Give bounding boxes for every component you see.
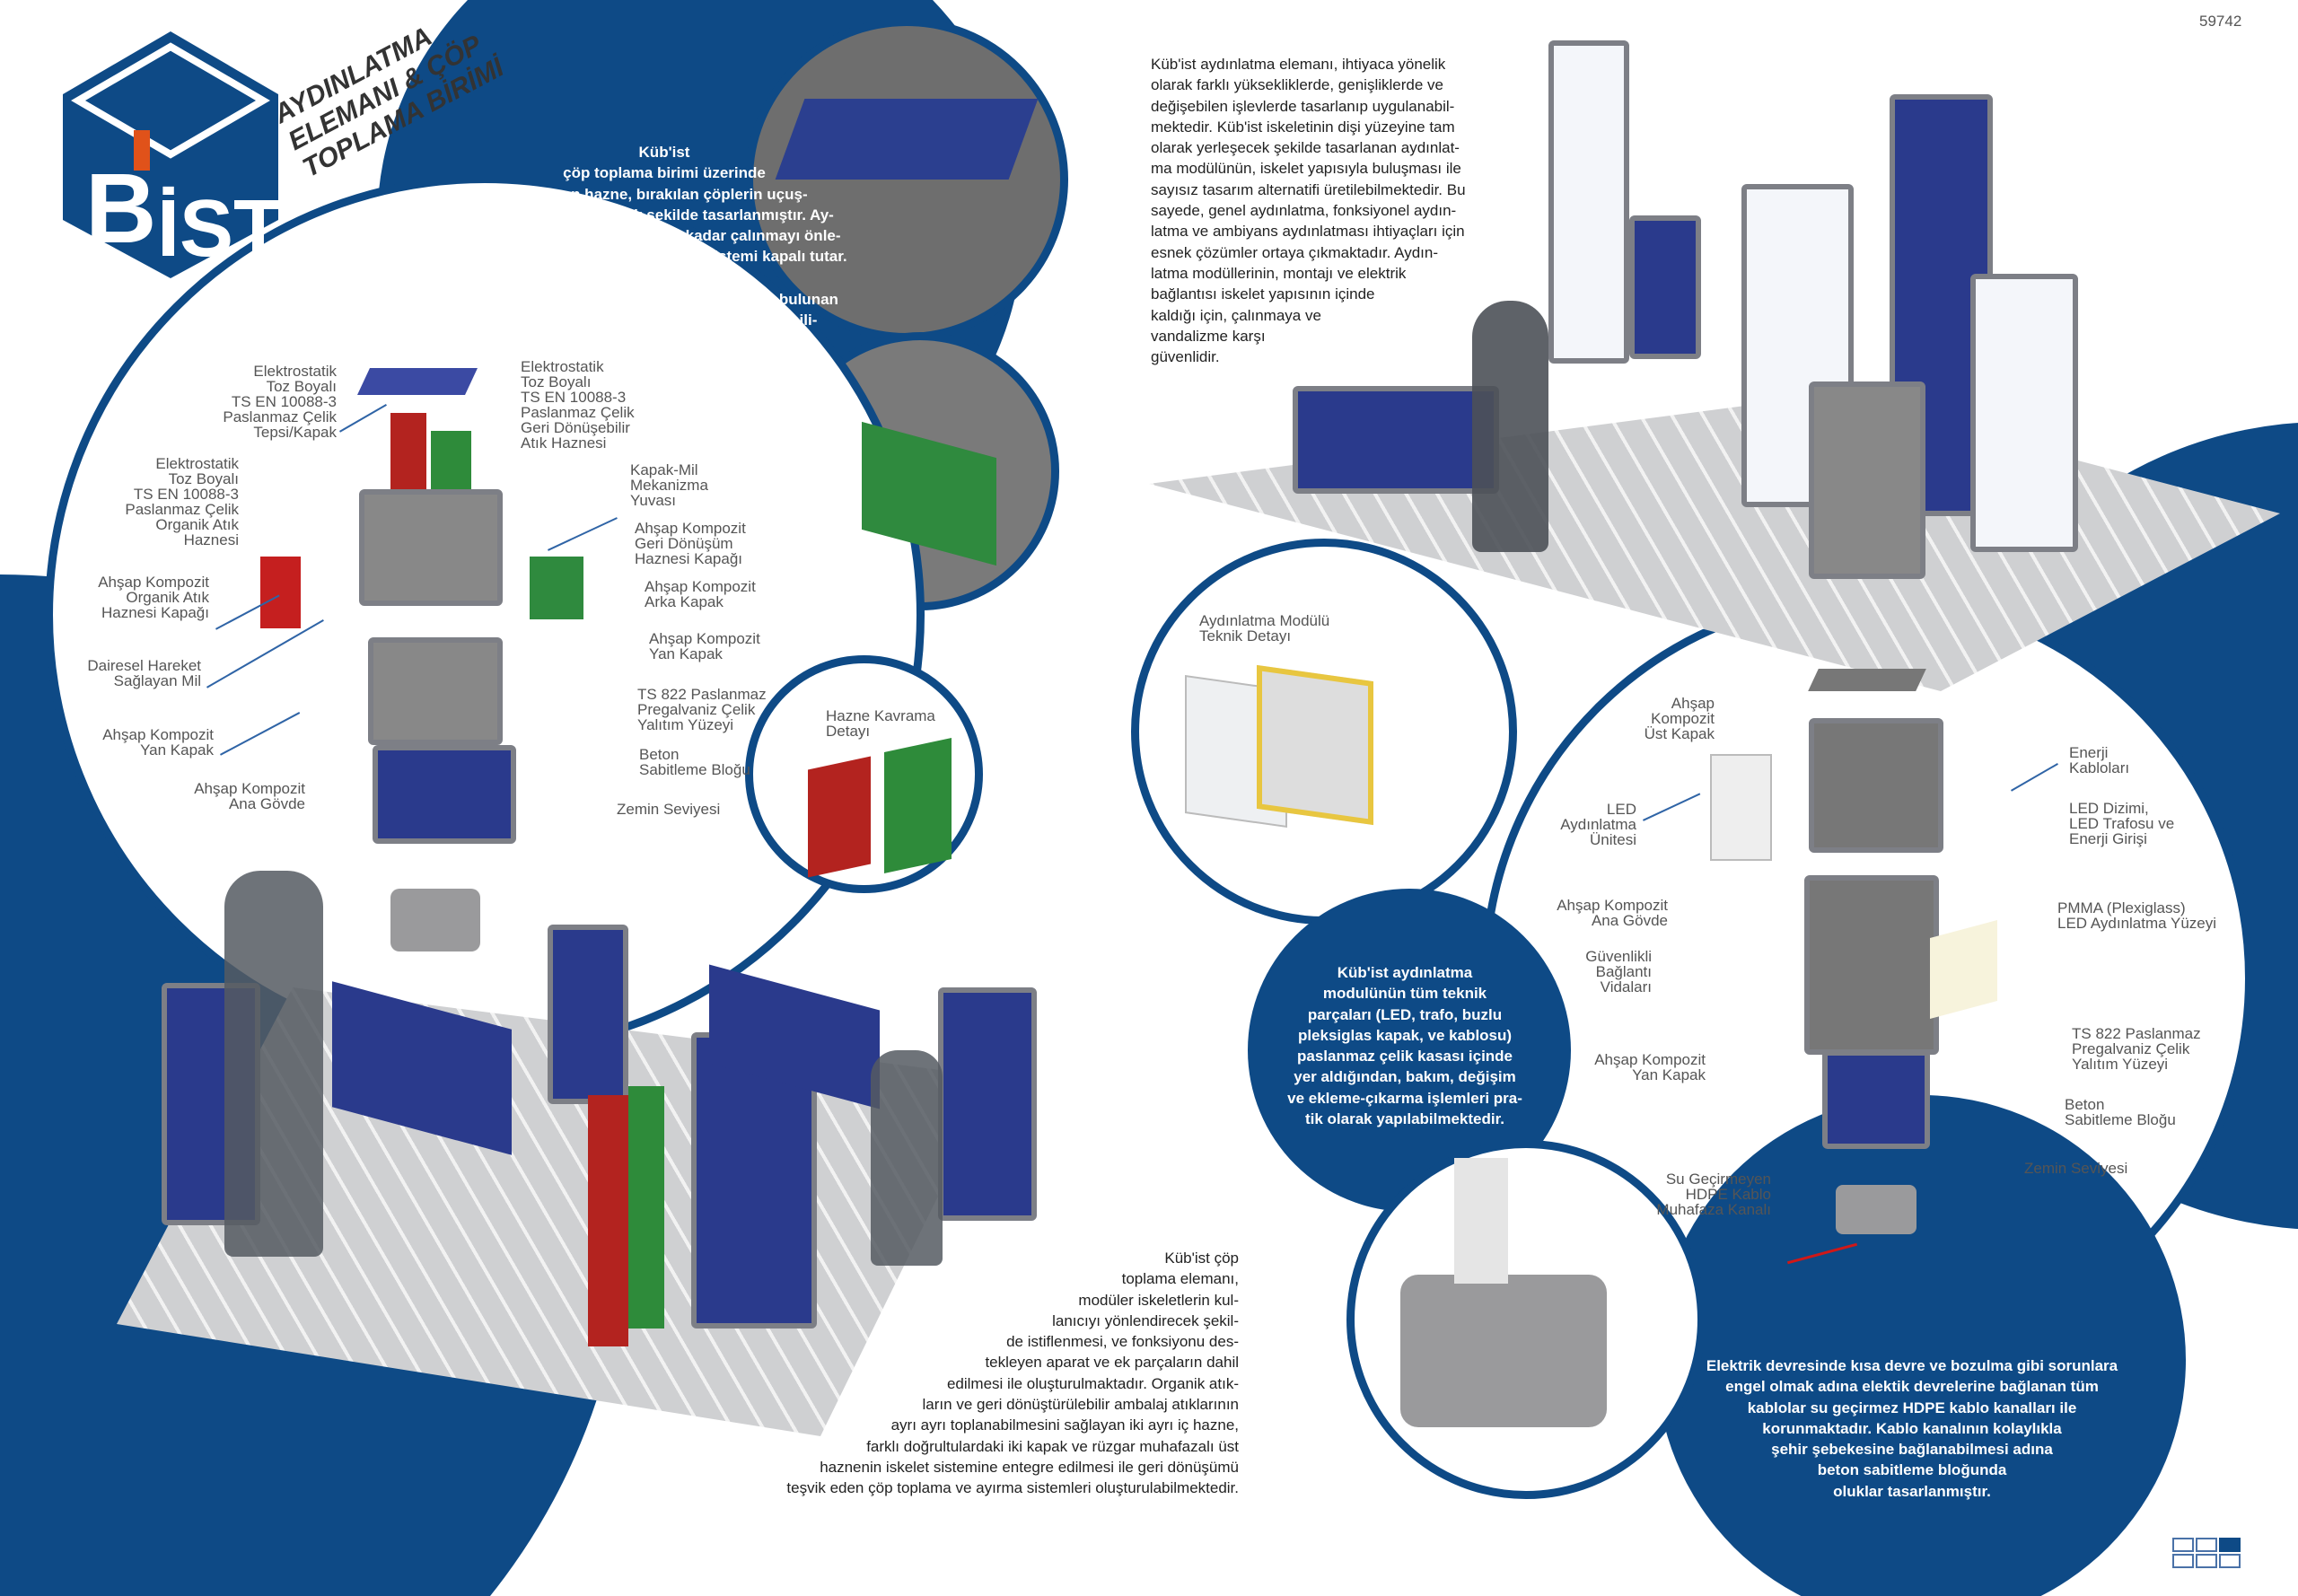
- green-bin-illustration: [884, 738, 952, 873]
- label-tepsi-kapak: Elektrostatik Toz Boyalı TS EN 10088-3 P…: [223, 363, 337, 441]
- svg-text:B: B: [85, 153, 156, 264]
- label-dairesel-mil: Dairesel Hareket Sağlayan Mil: [87, 657, 201, 689]
- adult-silhouette: [224, 871, 323, 1257]
- lamp-body-top: [1809, 718, 1943, 853]
- exploded-red-hopper: [390, 413, 426, 503]
- page-cell[interactable]: [2219, 1554, 2241, 1568]
- label-led-dizimi: LED Dizimi, LED Trafosu ve Enerji Girişi: [2069, 800, 2175, 847]
- exploded-body-bottom: [373, 745, 516, 844]
- label-enerji-kablolari: Enerji Kabloları: [2069, 744, 2130, 776]
- green-panel: [628, 1086, 664, 1329]
- exploded-body-mid: [368, 637, 503, 745]
- label-yan-kapak-left: Ahşap Kompozit Yan Kapak: [102, 726, 214, 759]
- child-silhouette: [871, 1050, 943, 1266]
- exploded-red-lid: [260, 557, 301, 628]
- bin-stack-2: [548, 925, 628, 1104]
- exploded-green-lid: [530, 557, 583, 619]
- light-tower-6: [1809, 381, 1925, 579]
- label-ts822-right: TS 822 Paslanmaz Pregalvaniz Çelik Yalıt…: [2072, 1025, 2201, 1073]
- label-kapak-mil-yuvasi: Kapak-Mil Mekanizma Yuvası: [630, 461, 708, 509]
- label-beton-mid: Beton Sabitleme Bloğu: [639, 746, 750, 778]
- paragraph-kapaklar: Çöp toplama biriminin iki yanında buluna…: [531, 291, 838, 455]
- page-cell[interactable]: [2172, 1554, 2194, 1568]
- detail-circle-base: [1346, 1140, 1706, 1499]
- page-cell[interactable]: [2196, 1554, 2217, 1568]
- exploded-concrete-base: [390, 889, 480, 951]
- lamp-concrete-base: [1836, 1185, 1916, 1234]
- page-number: 59742: [2199, 13, 2242, 30]
- light-tower-5: [1970, 274, 2078, 552]
- label-hdpe-kanal: Su Geçirmeyen HDPE Kablo Muhafaza Kanalı: [1656, 1171, 1771, 1218]
- label-geri-donusebilir-hazne: Elektrostatik Toz Boyalı TS EN 10088-3 P…: [521, 358, 635, 452]
- lamp-top-cap: [1808, 669, 1926, 691]
- detail-title-hazne: Hazne Kavrama Detayı: [826, 707, 935, 740]
- blue-circle-elektrik: [1656, 1095, 2186, 1596]
- red-bin-illustration: [808, 756, 871, 878]
- label-zemin-right: Zemin Seviyesi: [2024, 1160, 2128, 1177]
- page-cell[interactable]: [2172, 1538, 2194, 1552]
- paragraph-aydinlatma: Küb'ist aydınlatma elemanı, ihtiyaca yön…: [1151, 56, 1466, 366]
- label-geri-donusum-kapak: Ahşap Kompozit Geri Dönüşüm Haznesi Kapa…: [635, 520, 746, 567]
- page-cell-active[interactable]: [2219, 1538, 2241, 1552]
- light-tower-1: [1548, 40, 1629, 364]
- left-exploded-circle: [45, 175, 925, 1055]
- exploded-tray: [357, 368, 478, 395]
- label-pmma: PMMA (Plexiglass) LED Aydınlatma Yüzeyi: [2057, 899, 2217, 932]
- label-organik-kapak: Ahşap Kompozit Organik Atık Haznesi Kapa…: [98, 574, 209, 621]
- label-beton-right: Beton Sabitleme Bloğu: [2065, 1096, 2176, 1128]
- label-yan-kapak-right: Ahşap Kompozit Yan Kapak: [1594, 1051, 1706, 1083]
- paragraph-modul: Küb'ist aydınlatma modulünün tüm teknik …: [1287, 964, 1522, 1128]
- led-frame-illustration: [1257, 664, 1373, 826]
- detail-title-modul: Aydınlatma Modülü Teknik Detayı: [1199, 612, 1330, 645]
- exploded-body-top: [359, 489, 503, 606]
- page-cell[interactable]: [2196, 1538, 2217, 1552]
- concrete-base-illustration: [1400, 1275, 1607, 1427]
- bin-stack-4: [938, 987, 1037, 1221]
- label-organik-atik-haznesi: Elektrostatik Toz Boyalı TS EN 10088-3 P…: [125, 455, 239, 548]
- light-bench-low: [1293, 386, 1499, 494]
- label-ts822-mid: TS 822 Paslanmaz Pregalvaniz Çelik Yalıt…: [637, 686, 767, 733]
- skater-silhouette: [1472, 301, 1548, 552]
- light-tower-2: [1629, 215, 1701, 359]
- label-yan-kapak-mid: Ahşap Kompozit Yan Kapak: [649, 630, 760, 662]
- label-arka-kapak: Ahşap Kompozit Arka Kapak: [645, 578, 756, 610]
- red-panel: [588, 1095, 628, 1346]
- label-ana-govde-left: Ahşap Kompozit Ana Gövde: [194, 780, 305, 812]
- lamp-body-mid: [1804, 875, 1939, 1055]
- post-illustration: [1454, 1158, 1508, 1284]
- label-led-unitesi: LED Aydınlatma Ünitesi: [1560, 801, 1636, 848]
- kubist-logo: B İST: [58, 27, 283, 278]
- label-ust-kapak: Ahşap Kompozit Üst Kapak: [1644, 695, 1715, 742]
- paragraph-cop-toplama: Küb'ist çöp toplama elemanı, modüler isk…: [786, 1250, 1239, 1497]
- page-indicator[interactable]: [2172, 1538, 2241, 1568]
- svg-text:İST: İST: [157, 184, 283, 274]
- label-guvenlikli-vidalar: Güvenlikli Bağlantı Vidaları: [1585, 948, 1652, 995]
- lamp-body-bottom: [1822, 1050, 1930, 1149]
- label-ana-govde-right: Ahşap Kompozit Ana Gövde: [1557, 897, 1668, 929]
- paragraph-elektrik: Elektrik devresinde kısa devre ve bozulm…: [1706, 1357, 2118, 1500]
- label-zemin-mid: Zemin Seviyesi: [617, 801, 721, 818]
- paragraph-hazne: Küb'ist çöp toplama birimi üzerinde bulu…: [481, 144, 847, 266]
- lamp-led-panel: [1710, 754, 1772, 861]
